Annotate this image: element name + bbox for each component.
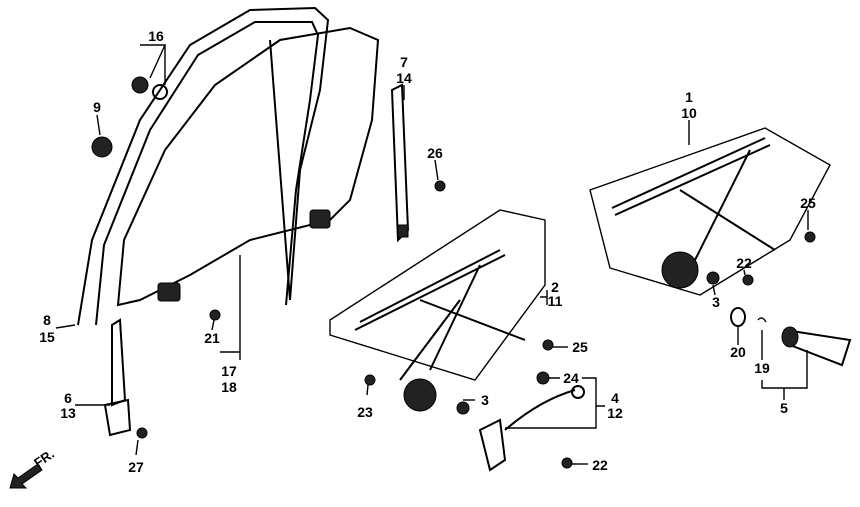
callout-17[interactable]: 17: [221, 363, 237, 379]
callout-6[interactable]: 6: [64, 390, 72, 406]
callout-18[interactable]: 18: [221, 379, 237, 395]
callout-20[interactable]: 20: [730, 344, 746, 360]
leader-lines: [55, 44, 809, 465]
callout-22-front[interactable]: 22: [592, 457, 608, 473]
callout-27[interactable]: 27: [128, 459, 144, 475]
front-regulator-group: [329, 209, 546, 412]
callout-26[interactable]: 26: [427, 145, 443, 161]
rear-channel: [390, 83, 410, 243]
regulator-motor: [478, 385, 585, 472]
lower-channel-bracket: [103, 318, 132, 437]
callout-9[interactable]: 9: [93, 99, 101, 115]
front-direction-arrow: FR.: [9, 446, 57, 489]
callout-12[interactable]: 12: [607, 405, 623, 421]
callout-10[interactable]: 10: [681, 105, 697, 121]
callout-1[interactable]: 1: [685, 89, 693, 105]
window-crank-handle: [730, 307, 852, 367]
clip-16b: [152, 84, 168, 100]
callout-5[interactable]: 5: [780, 400, 788, 416]
callout-14[interactable]: 14: [396, 70, 412, 86]
rear-regulator-group: [589, 127, 831, 296]
callout-16[interactable]: 16: [148, 28, 164, 44]
callout-23[interactable]: 23: [357, 404, 373, 420]
door-glass: [116, 26, 380, 307]
callout-25-front[interactable]: 25: [572, 339, 588, 355]
callout-22-rear[interactable]: 22: [736, 255, 752, 271]
callout-4[interactable]: 4: [611, 390, 619, 406]
callout-19[interactable]: 19: [754, 360, 770, 376]
callout-21[interactable]: 21: [204, 330, 220, 346]
callout-15[interactable]: 15: [39, 329, 55, 345]
callout-3-front[interactable]: 3: [481, 392, 489, 408]
callout-3-rear[interactable]: 3: [712, 294, 720, 310]
callout-13[interactable]: 13: [60, 405, 76, 421]
callout-25-rear[interactable]: 25: [800, 195, 816, 211]
callout-11[interactable]: 11: [548, 293, 563, 309]
callout-labels: 16 9 7 14 26 1 10 25 22 3 20 19 5 2 11 2…: [39, 28, 816, 475]
callout-2[interactable]: 2: [551, 279, 559, 295]
callout-7[interactable]: 7: [400, 54, 408, 70]
bolts: [136, 180, 816, 469]
callout-8[interactable]: 8: [43, 312, 51, 328]
clip-16: [131, 76, 149, 94]
callout-24[interactable]: 24: [563, 370, 579, 386]
door-run-channel: [77, 6, 330, 326]
clip-9: [91, 136, 113, 158]
